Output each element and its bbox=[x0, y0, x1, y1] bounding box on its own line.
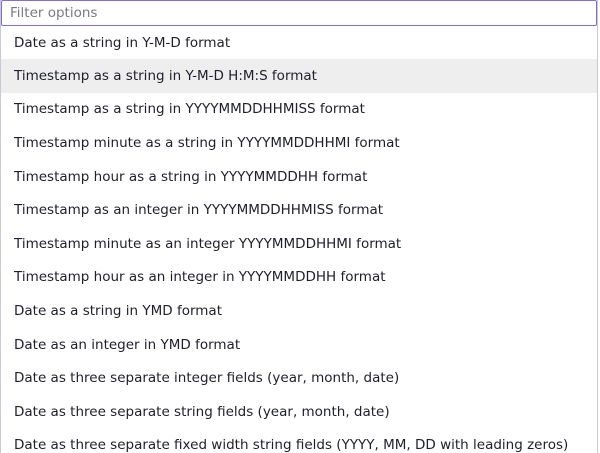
option-date-integer-ymd[interactable]: Date as an integer in YMD format bbox=[14, 336, 241, 353]
option-timestamp-integer[interactable]: Timestamp as an integer in YYYYMMDDHHMIS… bbox=[14, 202, 384, 219]
option-timestamp-hour-string[interactable]: Timestamp hour as a string in YYYYMMDDHH… bbox=[14, 168, 368, 185]
options-list: Date as a string in Y-M-D format Timesta… bbox=[1, 26, 597, 453]
option-timestamp-string-ymd-hms[interactable]: Timestamp as a string in Y-M-D H:M:S for… bbox=[1, 59, 597, 93]
option-date-string-ymd-dashed[interactable]: Date as a string in Y-M-D format bbox=[14, 34, 231, 51]
filter-box[interactable] bbox=[1, 0, 597, 26]
option-timestamp-hour-integer[interactable]: Timestamp hour as an integer in YYYYMMDD… bbox=[14, 269, 386, 286]
filter-options-input[interactable] bbox=[10, 2, 596, 24]
option-date-three-string-fields[interactable]: Date as three separate string fields (ye… bbox=[14, 403, 390, 420]
option-date-string-ymd[interactable]: Date as a string in YMD format bbox=[14, 302, 222, 319]
option-timestamp-minute-string[interactable]: Timestamp minute as a string in YYYYMMDD… bbox=[14, 134, 400, 151]
option-date-three-integer-fields[interactable]: Date as three separate integer fields (y… bbox=[14, 370, 400, 387]
option-timestamp-minute-integer[interactable]: Timestamp minute as an integer YYYYMMDDH… bbox=[14, 235, 402, 252]
option-date-three-fixed-width-fields[interactable]: Date as three separate fixed width strin… bbox=[14, 437, 569, 453]
option-timestamp-string-yyyymmddhhmiss[interactable]: Timestamp as a string in YYYYMMDDHHMISS … bbox=[14, 101, 365, 118]
